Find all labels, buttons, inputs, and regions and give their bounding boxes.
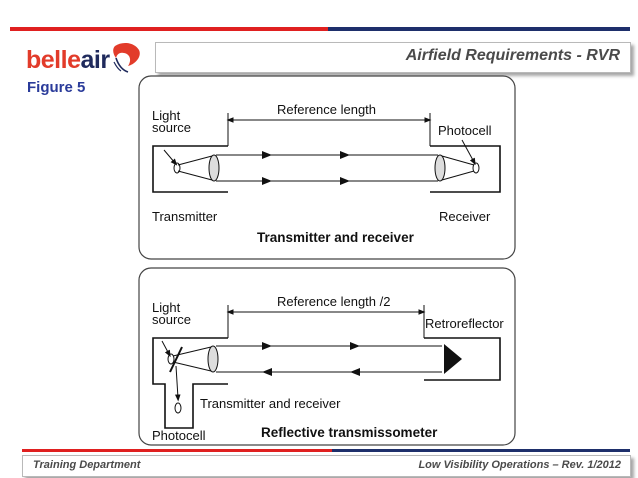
logo-emblem-icon bbox=[113, 42, 140, 73]
label-reference-length: Reference length bbox=[277, 102, 376, 117]
label-transmitter-and-receiver: Transmitter and receiver bbox=[200, 396, 341, 411]
receiver-lens-icon bbox=[434, 154, 446, 182]
footer-accent-red bbox=[22, 449, 332, 452]
photocell-icon bbox=[472, 162, 480, 174]
label-photocell: Photocell bbox=[438, 123, 492, 138]
footer-accent-bar bbox=[22, 449, 630, 452]
transmitter-lens-icon bbox=[208, 154, 220, 182]
transmitter-housing bbox=[152, 145, 228, 193]
label-transmitter: Transmitter bbox=[152, 209, 218, 224]
logo-text-belle: belle bbox=[26, 46, 81, 74]
label-receiver: Receiver bbox=[439, 209, 491, 224]
label-reference-length-half: Reference length /2 bbox=[277, 294, 390, 309]
figure-label: Figure 5 bbox=[27, 79, 86, 96]
label-photocell-2: Photocell bbox=[152, 428, 206, 443]
caption-transmitter-receiver: Transmitter and receiver bbox=[257, 230, 415, 245]
footer-box: Training Department Low Visibility Opera… bbox=[22, 455, 631, 477]
photocell-icon-2 bbox=[174, 402, 182, 414]
caption-reflective-transmissometer: Reflective transmissometer bbox=[261, 425, 438, 440]
header-title-box: Airfield Requirements - RVR bbox=[155, 42, 631, 73]
footer-document-revision: Low Visibility Operations – Rev. 1/2012 bbox=[418, 459, 621, 471]
top-accent-red bbox=[10, 27, 328, 31]
retroreflector-housing bbox=[424, 337, 501, 381]
logo-text-air: air bbox=[80, 46, 110, 74]
label-source-2: source bbox=[152, 312, 191, 327]
transceiver-lens-icon bbox=[207, 345, 219, 373]
top-accent-navy bbox=[328, 27, 630, 31]
label-light-2: Light bbox=[152, 300, 181, 315]
footer-department: Training Department bbox=[33, 459, 141, 471]
label-retroreflector: Retroreflector bbox=[425, 316, 504, 331]
label-light: Light bbox=[152, 108, 181, 123]
transceiver-housing bbox=[152, 337, 228, 429]
footer-accent-navy bbox=[332, 449, 630, 452]
page-title: Airfield Requirements - RVR bbox=[405, 47, 620, 64]
beam-splitter bbox=[169, 346, 183, 373]
retroreflector-icon bbox=[444, 344, 462, 374]
label-source: source bbox=[152, 120, 191, 135]
top-accent-bar bbox=[10, 27, 630, 31]
logo-wordmark: belleair bbox=[26, 46, 110, 75]
